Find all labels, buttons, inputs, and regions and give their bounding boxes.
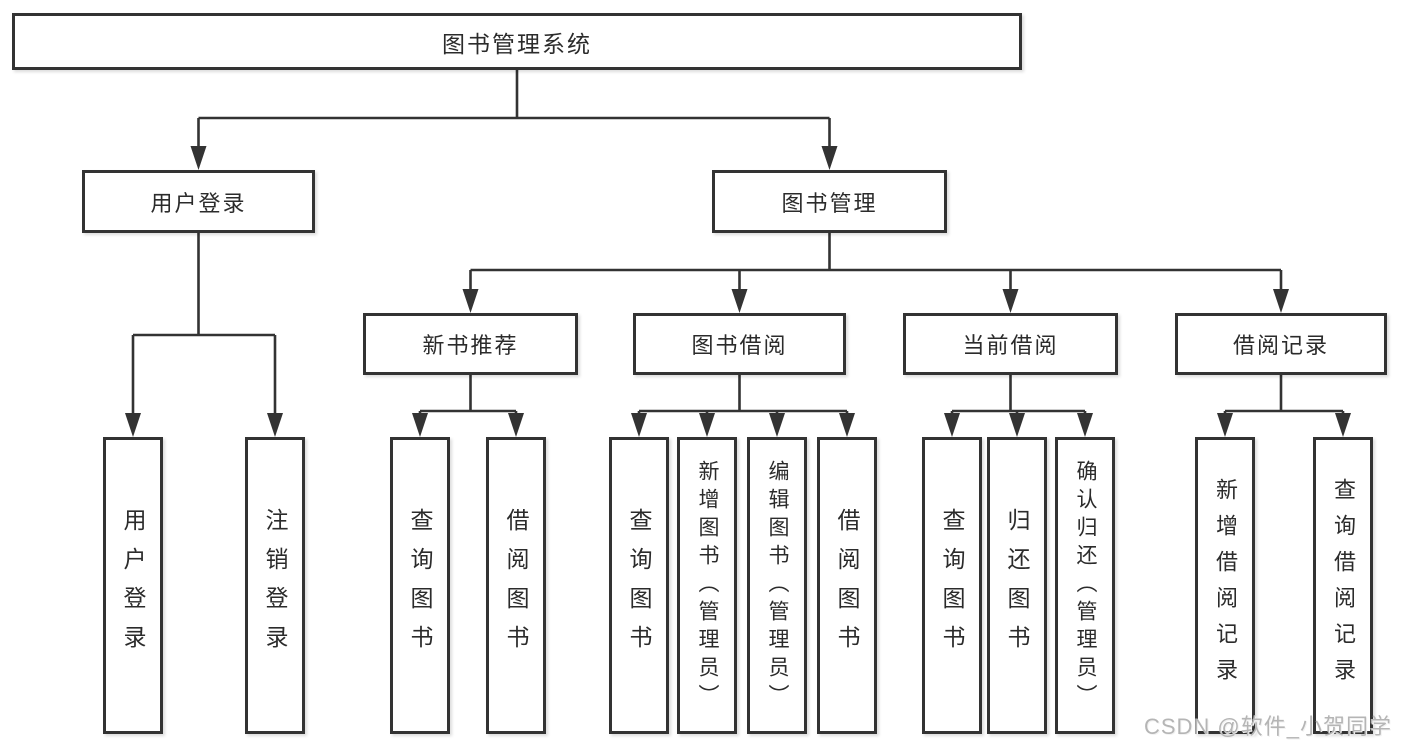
leaf-current-query-book: 查询图书 <box>922 437 982 734</box>
leaf-record-query-record: 查询借阅记录 <box>1313 437 1373 734</box>
node-current-borrow: 当前借阅 <box>903 313 1118 375</box>
node-user-login: 用户登录 <box>82 170 315 233</box>
csdn-watermark: CSDN @软件_小贺同学 <box>1143 714 1392 739</box>
leaf-current-confirm-return-admin: 确认归还（管理员） <box>1055 437 1115 734</box>
leaf-borrow-query-book: 查询图书 <box>609 437 669 734</box>
leaf-borrow-borrow-book: 借阅图书 <box>817 437 877 734</box>
leaf-borrow-add-book-admin: 新增图书（管理员） <box>677 437 737 734</box>
leaf-recommend-borrow-book: 借阅图书 <box>486 437 546 734</box>
leaf-user-login: 用户登录 <box>103 437 163 734</box>
leaf-borrow-edit-book-admin: 编辑图书（管理员） <box>747 437 807 734</box>
node-library-system: 图书管理系统 <box>12 13 1022 70</box>
node-new-book-recommend: 新书推荐 <box>363 313 578 375</box>
leaf-current-return-book: 归还图书 <box>987 437 1047 734</box>
leaf-logout: 注销登录 <box>245 437 305 734</box>
node-borrow-record: 借阅记录 <box>1175 313 1387 375</box>
leaf-recommend-query-book: 查询图书 <box>390 437 450 734</box>
node-book-borrow: 图书借阅 <box>633 313 846 375</box>
leaf-record-add-record: 新增借阅记录 <box>1195 437 1255 734</box>
node-book-management: 图书管理 <box>712 170 947 233</box>
